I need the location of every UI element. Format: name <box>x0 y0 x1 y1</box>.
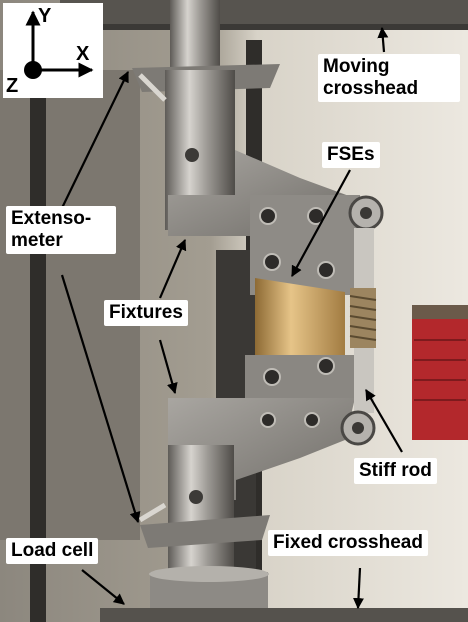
lower-cylinder <box>168 445 234 575</box>
stiff-rod-lower <box>354 348 374 413</box>
lower-clamp <box>140 515 270 548</box>
stiff-rod-body <box>354 228 374 288</box>
cabinet-drawers <box>414 339 466 401</box>
bolts <box>259 207 335 428</box>
lower-fixture-block <box>245 355 355 400</box>
label-extensometer: Extenso-meter <box>6 206 116 254</box>
label-stiff-rod: Stiff rod <box>354 458 437 484</box>
upper-rod <box>170 0 220 70</box>
red-cabinet <box>412 315 468 440</box>
label-load-cell: Load cell <box>6 538 99 564</box>
label-moving-crosshead: Moving crosshead <box>318 54 460 102</box>
load-cell-top <box>149 566 269 582</box>
x-axis-label: X <box>76 43 90 65</box>
label-fixtures: Fixtures <box>104 300 188 326</box>
extensometer-arms <box>138 73 167 523</box>
moving-crosshead-edge <box>60 24 468 30</box>
moving-crosshead-bar <box>60 0 468 28</box>
label-fses: FSEs <box>322 142 380 168</box>
annotation-arrows <box>60 26 403 610</box>
frame-column-left <box>30 40 46 622</box>
fixed-crosshead <box>100 608 468 622</box>
lower-screw <box>189 490 203 504</box>
z-axis-label: Z <box>6 75 19 97</box>
z-axis-dot <box>24 61 42 79</box>
upper-screw <box>185 148 199 162</box>
label-fixed-crosshead: Fixed crosshead <box>268 530 428 556</box>
fse-brass <box>255 278 345 375</box>
y-axis-label: Y <box>38 5 52 27</box>
axis-box <box>3 3 103 98</box>
red-cabinet-top <box>412 305 468 319</box>
